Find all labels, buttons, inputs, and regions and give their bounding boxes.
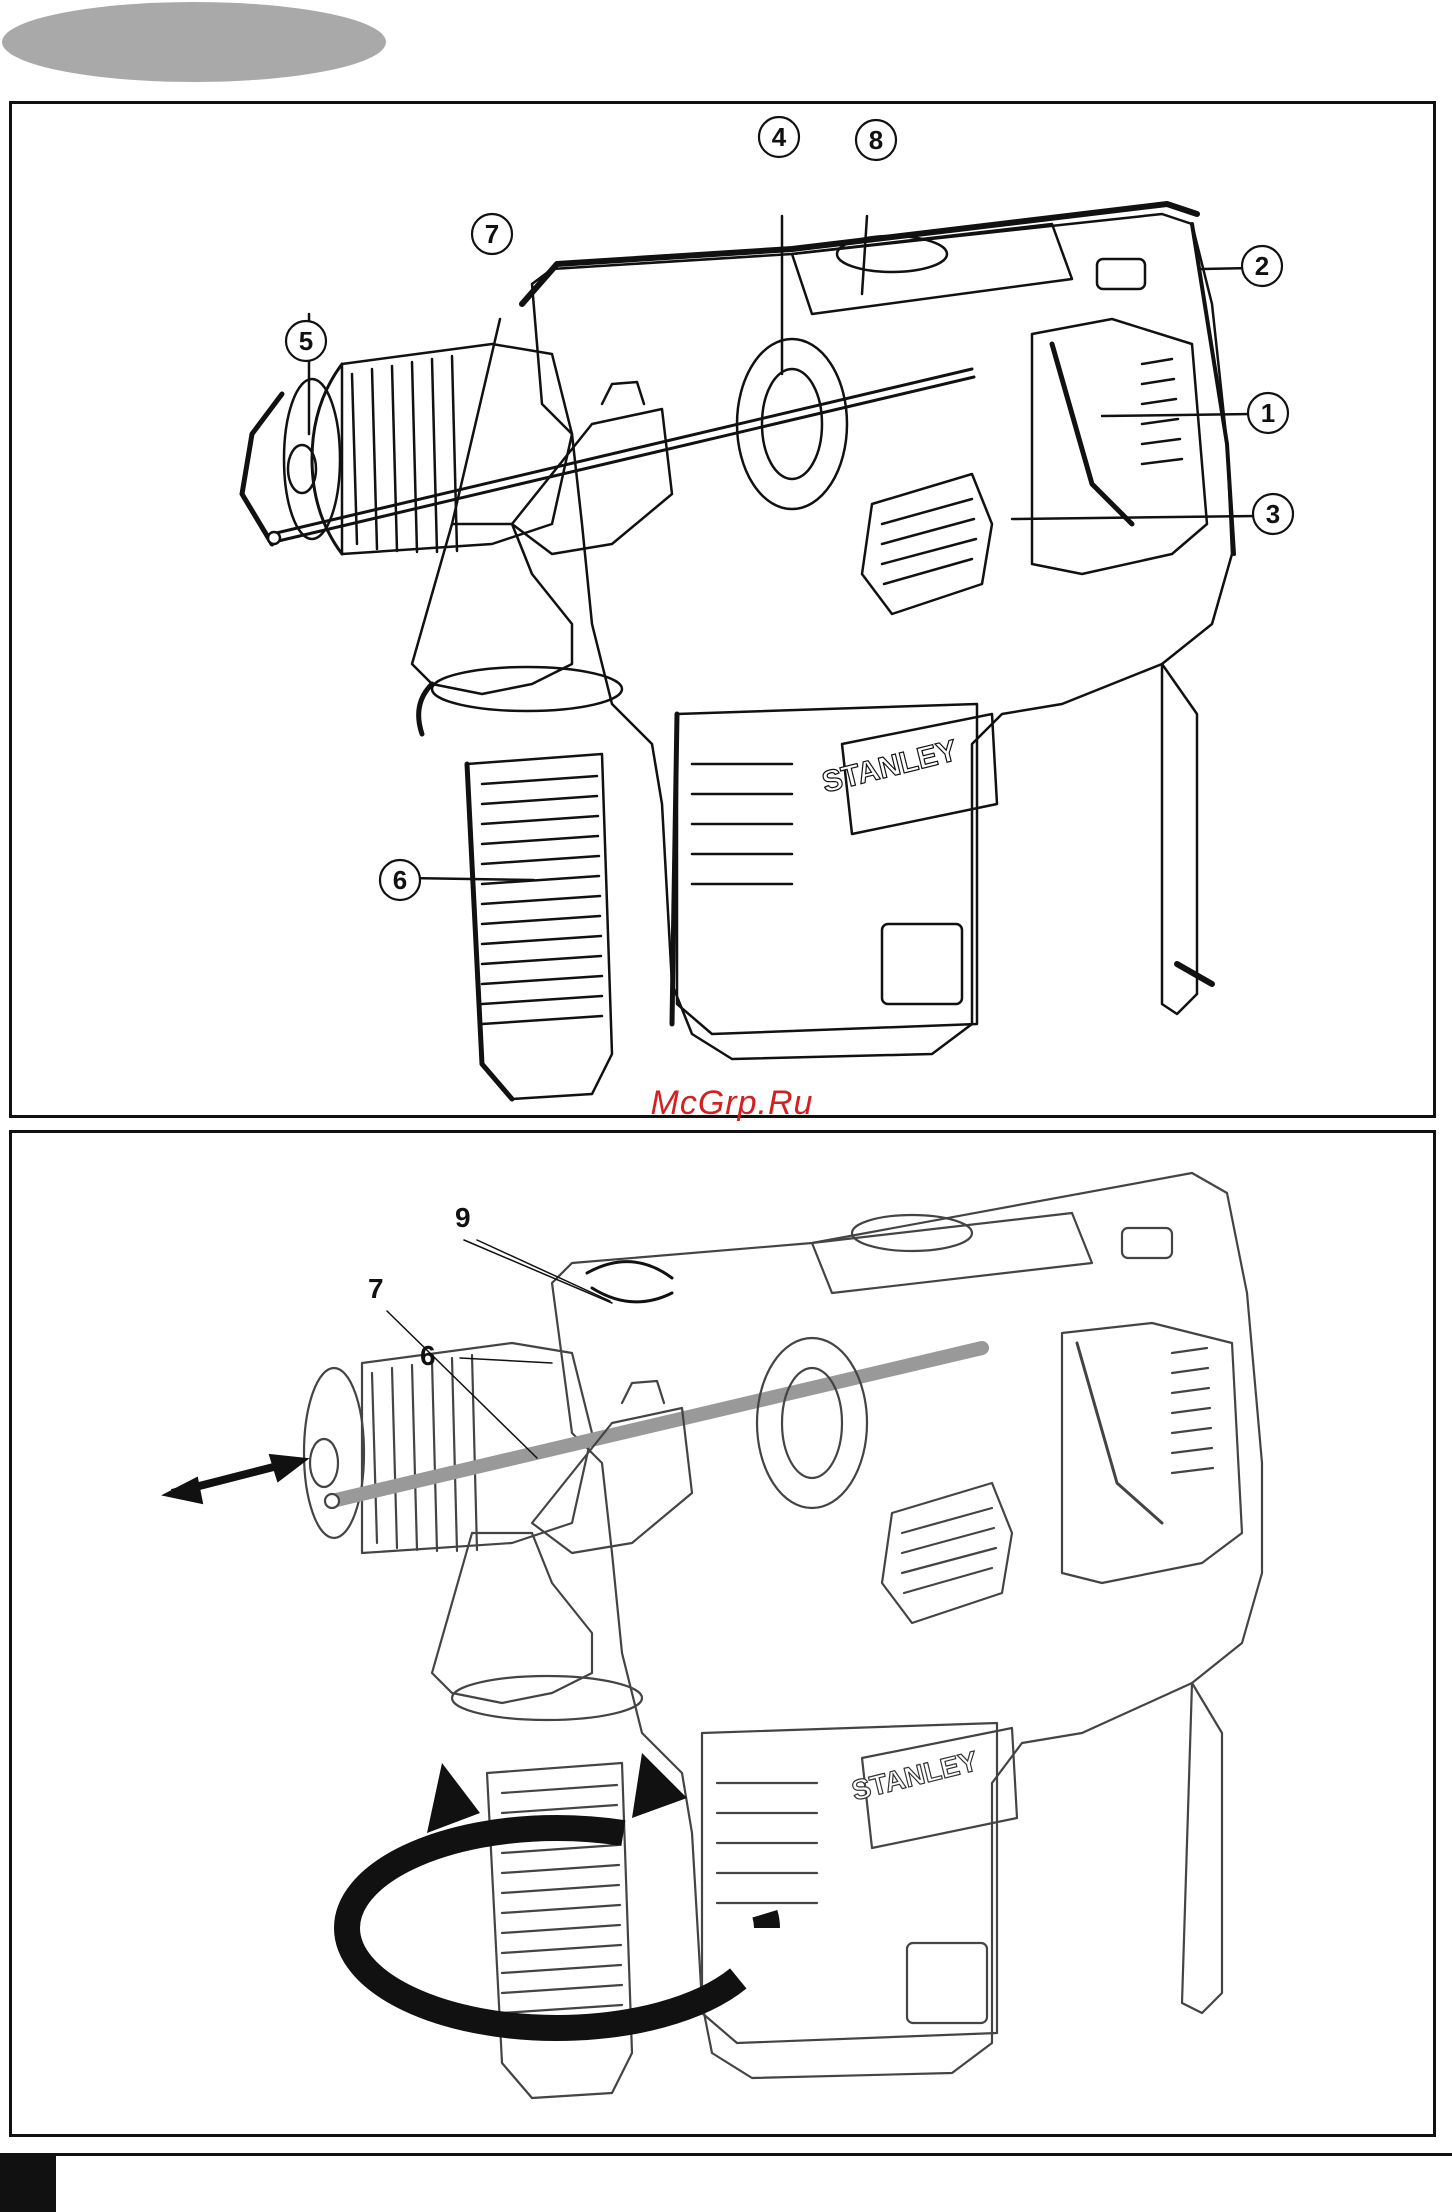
page-number-block (0, 2153, 56, 2212)
callout-4: 4 (772, 122, 787, 152)
label-9: 9 (455, 1202, 471, 1233)
callout-8: 8 (869, 125, 883, 155)
callout-5: 5 (299, 326, 313, 356)
callout-2: 2 (1255, 251, 1269, 281)
label-7: 7 (368, 1273, 384, 1304)
callout-7: 7 (485, 219, 499, 249)
callouts-top: 1 2 3 4 5 6 7 8 (0, 0, 1452, 1120)
callout-6: 6 (393, 865, 407, 895)
callout-3: 3 (1266, 499, 1280, 529)
watermark: McGrp.Ru (632, 1084, 832, 1123)
callout-1: 1 (1261, 398, 1275, 428)
footer-rule (0, 2153, 1452, 2156)
labels-bottom: 9 7 6 (0, 1130, 1452, 2140)
label-6: 6 (420, 1340, 436, 1371)
